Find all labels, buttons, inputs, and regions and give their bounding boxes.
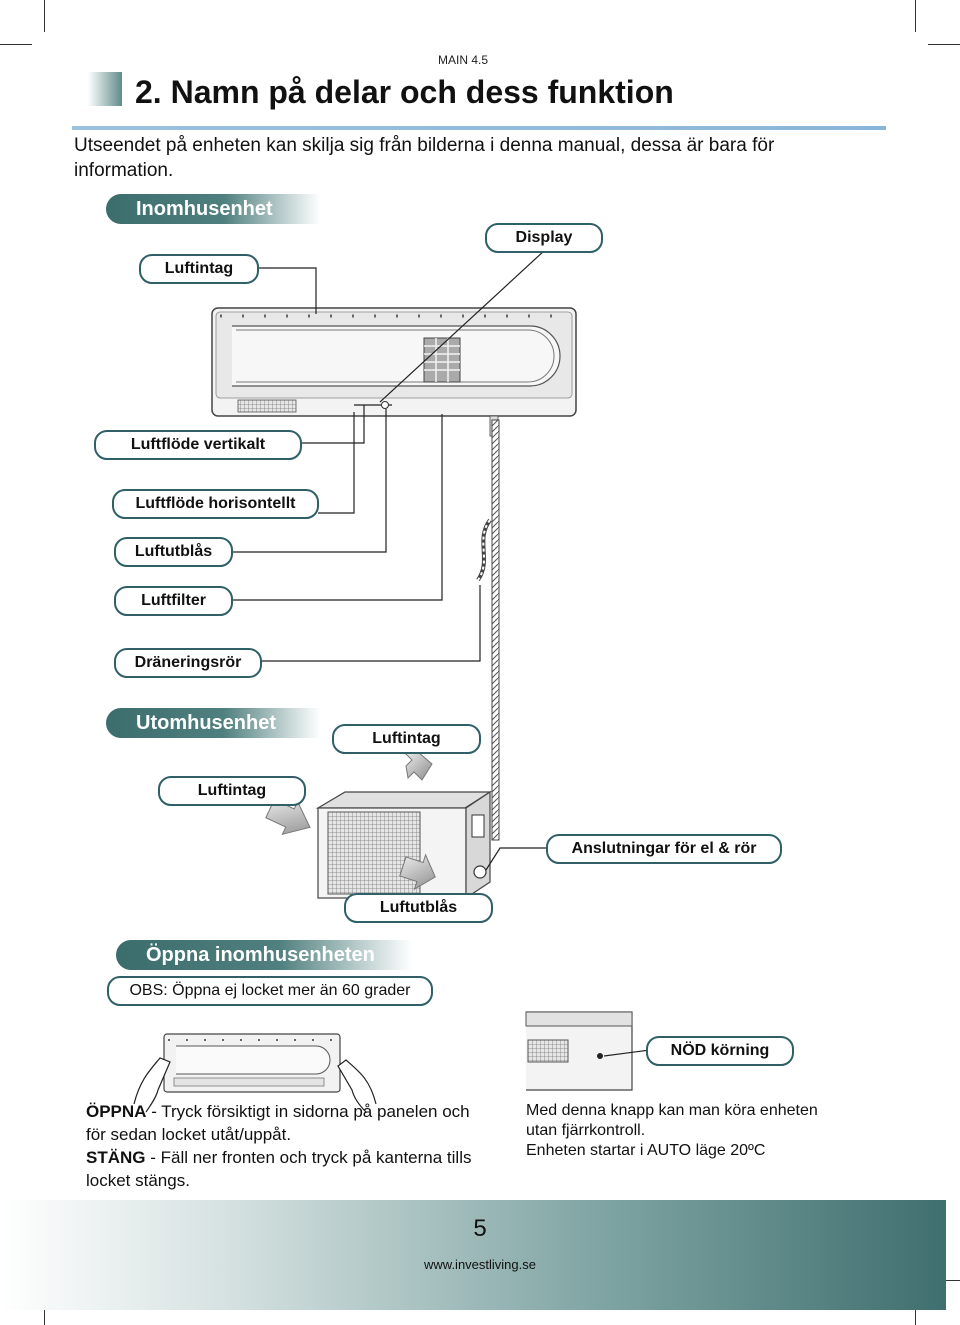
label-indoor-air-outlet: Luftutblås [114, 537, 233, 567]
emergency-line-1: Med denna knapp kan man köra enheten uta… [526, 1102, 818, 1139]
open-keyword: ÖPPNA [86, 1102, 147, 1121]
label-indoor-air-intake: Luftintag [139, 254, 259, 284]
open-panel-illustration [133, 1033, 377, 1113]
label-air-filter: Luftfilter [114, 586, 233, 616]
section-outdoor: Utomhusenhet [106, 708, 320, 738]
title-rule [72, 126, 886, 130]
crop-mark [44, 0, 45, 32]
air-intake-arrow-icon [265, 798, 311, 836]
footer-band [0, 1200, 946, 1310]
page-title: 2. Namn på delar och dess funktion [135, 74, 674, 110]
label-display: Display [485, 223, 603, 253]
title-accent-block [88, 72, 122, 106]
open-close-instructions: ÖPPNA - Tryck försiktigt in sidorna på p… [86, 1100, 486, 1192]
document-version-tag: MAIN 4.5 [438, 53, 489, 67]
open-instruction: - Tryck försiktigt in sidorna på panelen… [86, 1102, 470, 1144]
crop-mark [915, 0, 916, 32]
page-number: 5 [473, 1215, 487, 1242]
label-emergency-run: NÖD körning [646, 1036, 794, 1066]
section-indoor: Inomhusenhet [106, 194, 320, 224]
close-keyword: STÄNG [86, 1148, 146, 1167]
air-intake-arrow-icon [402, 751, 433, 781]
crop-mark [0, 44, 32, 45]
label-airflow-horizontal: Luftflöde horisontellt [112, 489, 319, 519]
website-link[interactable]: www.investliving.se [424, 1257, 536, 1272]
close-instruction: - Fäll ner fronten och tryck på kanterna… [86, 1148, 472, 1190]
label-outdoor-air-intake-left: Luftintag [158, 776, 306, 806]
label-outdoor-air-outlet: Luftutblås [344, 893, 493, 923]
label-connections: Anslutningar för el & rör [546, 834, 782, 864]
intro-text: Utseendet på enheten kan skilja sig från… [74, 135, 775, 181]
connecting-pipe [476, 419, 500, 841]
section-open-indoor: Öppna inomhusenheten [116, 940, 412, 970]
emergency-line-2: Enheten startar i AUTO läge 20ºC [526, 1142, 766, 1159]
label-outdoor-air-intake-top: Luftintag [332, 724, 481, 754]
indoor-unit-drawing [211, 307, 577, 437]
emergency-description: Med denna knapp kan man köra enheten uta… [526, 1101, 846, 1161]
label-airflow-vertical: Luftflöde vertikalt [94, 430, 302, 460]
emergency-button-illustration [525, 1011, 651, 1091]
outdoor-unit-drawing [315, 790, 493, 900]
indoor-leader-lines [231, 249, 546, 662]
label-drain-pipe: Dräneringsrör [114, 648, 262, 678]
crop-mark [928, 44, 960, 45]
warning-note: OBS: Öppna ej locket mer än 60 grader [107, 976, 433, 1006]
